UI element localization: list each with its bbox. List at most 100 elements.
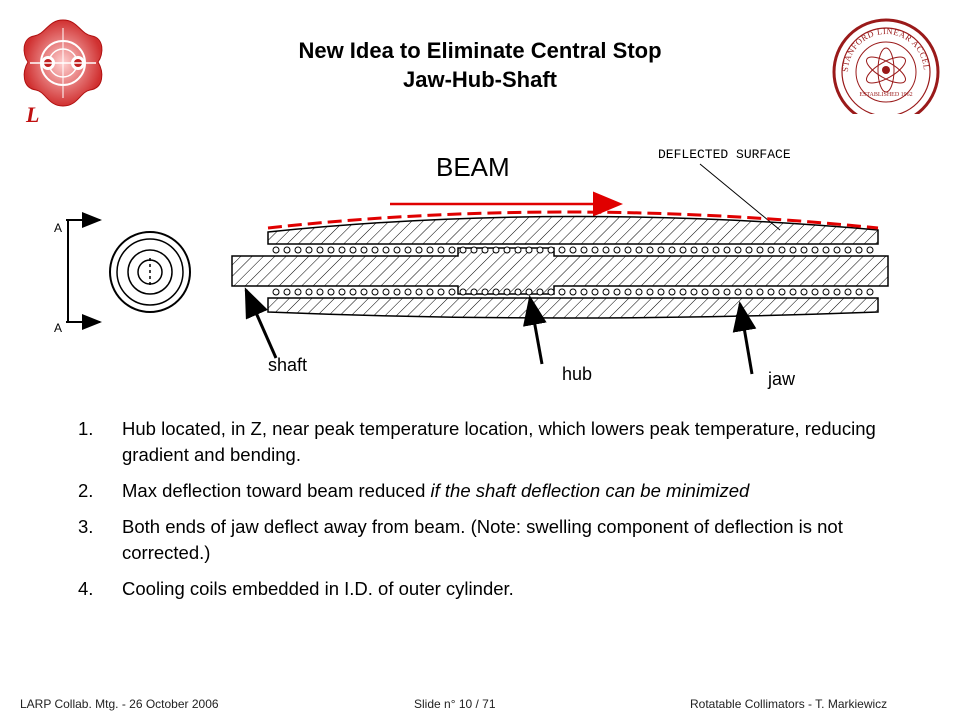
coil-turn <box>745 246 753 254</box>
coil-turn <box>668 246 676 254</box>
section-label-top: A <box>54 221 62 235</box>
coil-turn <box>360 246 368 254</box>
coil-turn <box>294 288 302 296</box>
coil-turn <box>866 288 874 296</box>
footer-center: Slide n° 10 / 71 <box>414 697 496 711</box>
coil-turn <box>822 246 830 254</box>
jaw-pointer <box>732 301 757 375</box>
coil-turn <box>800 246 808 254</box>
seal-year: ESTABLISHED 1962 <box>859 92 912 98</box>
coil-turn <box>767 246 775 254</box>
coil-turn <box>404 246 412 254</box>
coil-turn <box>305 246 313 254</box>
coil-turn <box>723 288 731 296</box>
coil-turn <box>316 288 324 296</box>
jaw-label: jaw <box>768 369 796 389</box>
coil-turn <box>547 246 555 254</box>
item-text: Cooling coils embedded in I.D. of outer … <box>122 578 514 599</box>
coil-turn <box>459 288 467 296</box>
coil-turn <box>789 288 797 296</box>
side-view <box>231 210 889 319</box>
coil-turn <box>426 246 434 254</box>
coil-turn <box>492 246 500 254</box>
coil-turn <box>470 246 478 254</box>
coil-turn <box>789 246 797 254</box>
coil-turn <box>635 246 643 254</box>
item-text-italic: if the shaft deflection can be minimized <box>430 480 750 501</box>
beam-label: BEAM <box>436 152 510 182</box>
slide-title: New Idea to Eliminate Central Stop Jaw-H… <box>180 36 780 94</box>
coil-turn <box>283 288 291 296</box>
coil-turn <box>767 288 775 296</box>
larp-logo-letter: L <box>25 102 39 126</box>
coil-turn <box>591 288 599 296</box>
coil-turn <box>294 246 302 254</box>
shaft-label: shaft <box>268 355 308 375</box>
coil-turn <box>800 288 808 296</box>
cooling-coils <box>272 246 874 296</box>
coil-turn <box>690 288 698 296</box>
coil-turn <box>393 288 401 296</box>
coil-turn <box>756 288 764 296</box>
coil-turn <box>382 288 390 296</box>
coil-turn <box>448 288 456 296</box>
section-view: A A <box>54 212 191 335</box>
title-line-1: New Idea to Eliminate Central Stop <box>298 38 662 63</box>
coil-turn <box>283 246 291 254</box>
coil-turn <box>657 246 665 254</box>
list-item: 2. Max deflection toward beam reduced if… <box>70 478 890 504</box>
coil-turn <box>745 288 753 296</box>
coil-turn <box>448 246 456 254</box>
coil-turn <box>371 246 379 254</box>
coil-turn <box>437 288 445 296</box>
coil-turn <box>624 288 632 296</box>
coil-turn <box>646 246 654 254</box>
coil-turn <box>811 288 819 296</box>
coil-turn <box>371 288 379 296</box>
coil-turn <box>734 288 742 296</box>
item-text: Hub located, in Z, near peak temperature… <box>122 418 876 465</box>
coil-turn <box>305 288 313 296</box>
coil-turn <box>558 288 566 296</box>
coil-turn <box>272 288 280 296</box>
item-number: 2. <box>78 480 94 501</box>
coil-turn <box>525 288 533 296</box>
coil-turn <box>822 288 830 296</box>
coil-turn <box>360 288 368 296</box>
coil-turn <box>844 288 852 296</box>
footer-left: LARP Collab. Mtg. - 26 October 2006 <box>20 697 219 711</box>
hub-label: hub <box>562 364 593 384</box>
coil-turn <box>833 246 841 254</box>
coil-turn <box>426 288 434 296</box>
coil-turn <box>492 288 500 296</box>
list-item: 4. Cooling coils embedded in I.D. of out… <box>70 576 890 602</box>
coil-turn <box>602 246 610 254</box>
coil-turn <box>327 246 335 254</box>
coil-turn <box>580 288 588 296</box>
coil-turn <box>811 246 819 254</box>
coil-turn <box>602 288 610 296</box>
coil-turn <box>635 288 643 296</box>
coil-turn <box>591 246 599 254</box>
coil-turn <box>459 246 467 254</box>
coil-turn <box>349 246 357 254</box>
coil-turn <box>481 246 489 254</box>
item-number: 1. <box>78 418 94 439</box>
coil-turn <box>756 246 764 254</box>
findings-list: 1. Hub located, in Z, near peak temperat… <box>70 416 890 612</box>
coil-turn <box>338 246 346 254</box>
footer-right: Rotatable Collimators - T. Markiewicz <box>690 697 888 711</box>
coil-turn <box>844 246 852 254</box>
item-text-plain: Max deflection toward beam reduced <box>122 480 431 501</box>
coil-turn <box>393 246 401 254</box>
coil-turn <box>734 246 742 254</box>
coil-turn <box>338 288 346 296</box>
coil-turn <box>679 246 687 254</box>
coil-turn <box>503 246 511 254</box>
coil-turn <box>536 246 544 254</box>
coil-turn <box>855 288 863 296</box>
coil-turn <box>470 288 478 296</box>
hub-pointer <box>523 295 547 365</box>
item-number: 3. <box>78 516 94 537</box>
coil-turn <box>272 246 280 254</box>
